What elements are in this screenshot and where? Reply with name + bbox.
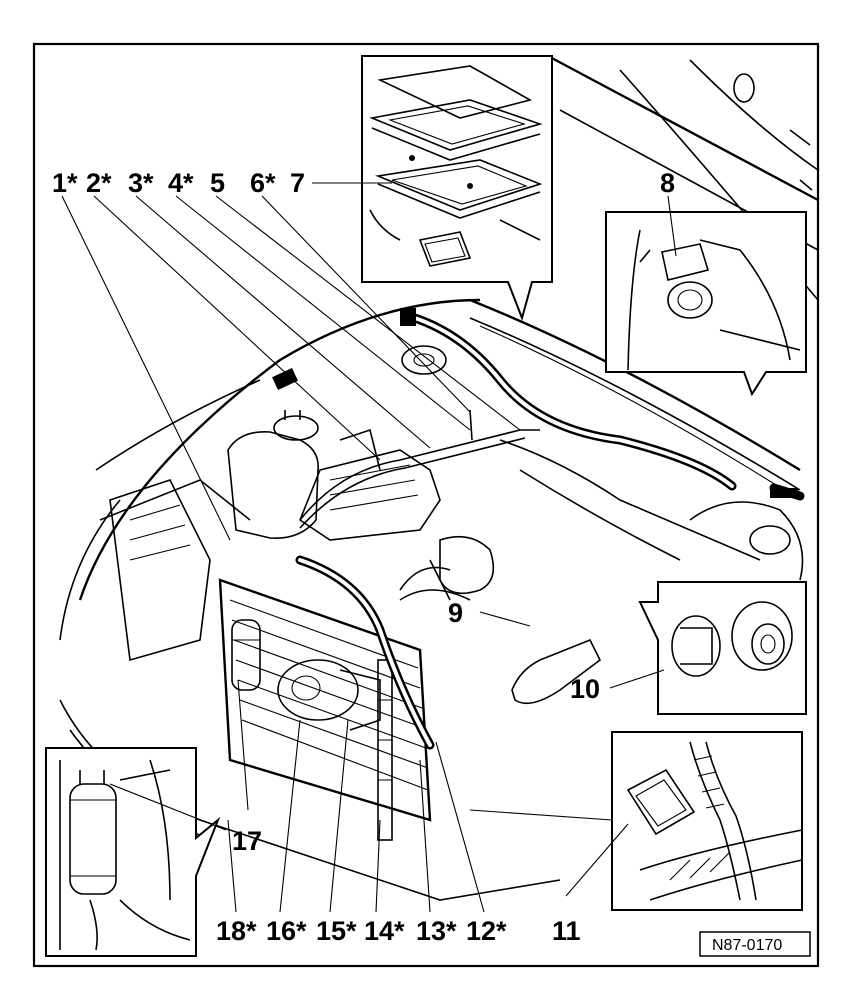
- inset-pollen-filter: [361, 55, 553, 322]
- vehicle-body-illustration: [59, 54, 819, 901]
- callout-12: 12*: [466, 916, 507, 946]
- callout-16: 16*: [266, 916, 307, 946]
- callout-5: 5: [210, 168, 225, 198]
- callout-7: 7: [290, 168, 305, 198]
- inset-connector-11: [611, 731, 803, 911]
- callout-13: 13*: [416, 916, 457, 946]
- leader-lines: [61, 182, 677, 913]
- reference-code-box: [699, 931, 811, 957]
- inset-sensor-8: [605, 211, 807, 397]
- callout-8: 8: [660, 168, 675, 198]
- callout-10: 10: [570, 674, 600, 704]
- figure-frame: [32, 42, 820, 968]
- callout-4: 4*: [168, 168, 194, 198]
- refrigerant-hose-illustration: [272, 308, 805, 750]
- callout-9: 9: [448, 598, 463, 628]
- callout-6: 6*: [250, 168, 276, 198]
- callout-15: 15*: [316, 916, 357, 946]
- callout-labels: 1* 2* 3* 4* 5 6* 7 8 9 10 17 18* 16* 15*…: [52, 168, 675, 946]
- callout-18: 18*: [216, 916, 257, 946]
- reference-code: N87-0170: [712, 937, 782, 954]
- callout-1: 1*: [52, 168, 78, 198]
- callout-17: 17: [232, 826, 262, 856]
- inset-receiver-drier-18: [45, 747, 221, 957]
- inset-filler-cap-10: [638, 581, 807, 715]
- callout-2: 2*: [86, 168, 112, 198]
- callout-11: 11: [552, 916, 581, 946]
- callout-14: 14*: [364, 916, 405, 946]
- callout-3: 3*: [128, 168, 154, 198]
